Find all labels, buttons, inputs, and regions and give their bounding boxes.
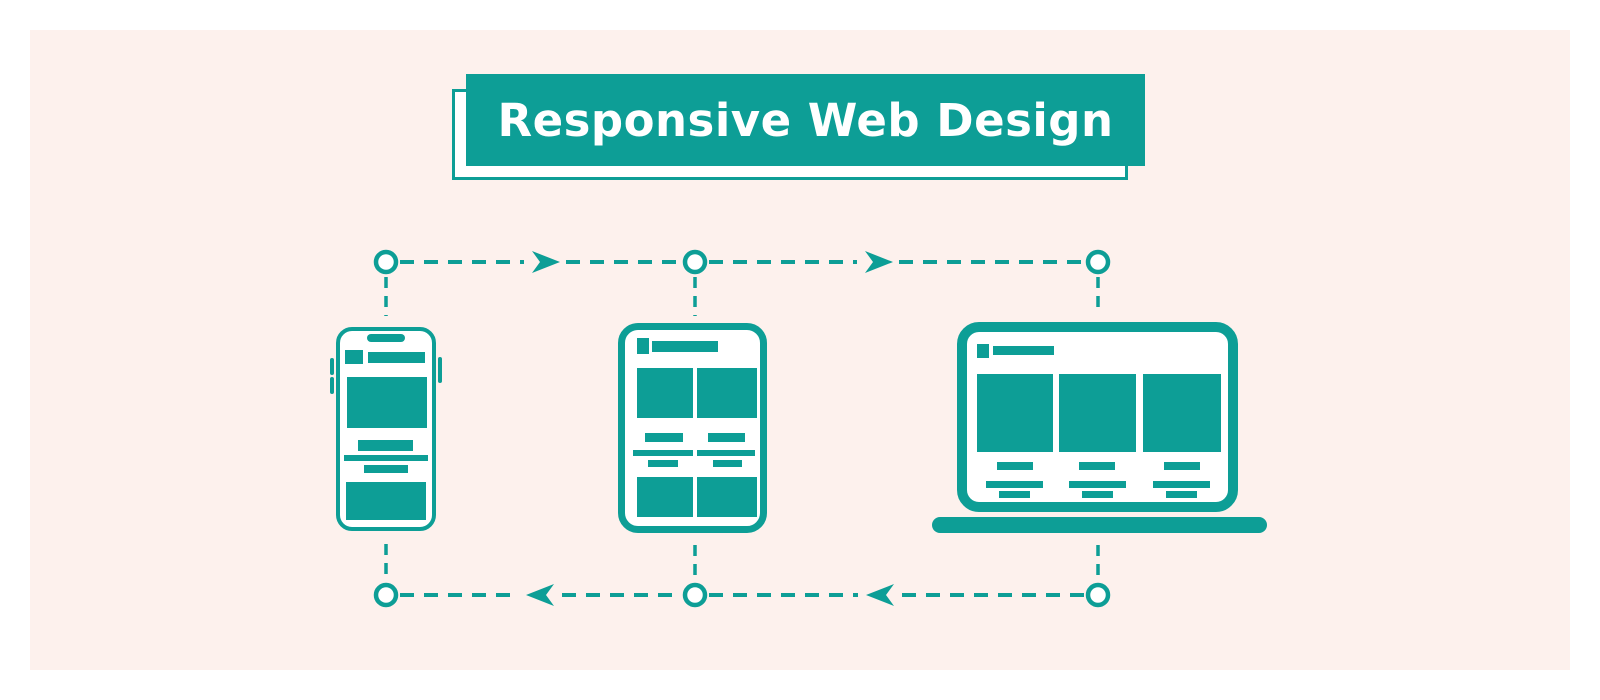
tablet-screen <box>625 330 760 526</box>
tablet-icon <box>618 323 767 533</box>
wireframe-text-line <box>986 481 1043 488</box>
wireframe-header-bar <box>993 346 1054 355</box>
smartphone-icon <box>330 327 442 531</box>
flow-node-circle <box>682 582 708 608</box>
arrow-left-icon <box>526 584 554 606</box>
laptop-base <box>932 517 1267 533</box>
wireframe-logo-chip <box>345 350 363 364</box>
laptop-screen <box>967 332 1228 502</box>
wireframe-content-block <box>1143 374 1221 452</box>
wireframe-logo-chip <box>977 344 989 358</box>
wireframe-text-line <box>697 450 755 456</box>
arrow-right-icon <box>865 251 893 273</box>
phone-volume-button <box>330 358 334 375</box>
wireframe-text-line <box>1166 491 1197 498</box>
page-title: Responsive Web Design <box>497 93 1114 147</box>
wireframe-content-block <box>637 477 693 517</box>
wireframe-content-block <box>346 482 426 520</box>
wireframe-content-block <box>637 368 693 418</box>
title-banner: Responsive Web Design <box>466 74 1145 166</box>
flow-top-row <box>373 249 1111 316</box>
flow-node-circle <box>1085 249 1111 275</box>
wireframe-text-line <box>645 433 683 442</box>
wireframe-text-line <box>633 450 693 456</box>
wireframe-content-block <box>697 368 757 418</box>
phone-volume-button <box>330 377 334 394</box>
wireframe-header-bar <box>652 341 718 352</box>
wireframe-text-line <box>713 460 742 467</box>
wireframe-text-line <box>1079 462 1115 470</box>
wireframe-text-line <box>999 491 1030 498</box>
wireframe-header-bar <box>368 352 425 363</box>
wireframe-content-block <box>347 377 427 428</box>
wireframe-logo-chip <box>637 338 649 354</box>
flow-bottom-row <box>373 544 1111 608</box>
flow-node-circle <box>1085 582 1111 608</box>
wireframe-text-line <box>648 460 678 467</box>
wireframe-content-block <box>697 477 757 517</box>
wireframe-text-line <box>344 455 428 461</box>
wireframe-text-line <box>997 462 1033 470</box>
wireframe-content-block <box>1059 374 1136 452</box>
arrow-right-icon <box>532 251 560 273</box>
wireframe-text-line <box>1069 481 1126 488</box>
flow-node-circle <box>373 582 399 608</box>
wireframe-text-line <box>1153 481 1210 488</box>
phone-power-button <box>438 357 442 383</box>
wireframe-text-line <box>358 440 413 451</box>
wireframe-content-block <box>977 374 1053 452</box>
phone-notch <box>367 334 405 342</box>
wireframe-text-line <box>708 433 745 442</box>
arrow-left-icon <box>866 584 894 606</box>
flow-node-circle <box>373 249 399 275</box>
phone-screen <box>340 331 432 527</box>
wireframe-text-line <box>1164 462 1200 470</box>
wireframe-text-line <box>1082 491 1113 498</box>
flow-node-circle <box>682 249 708 275</box>
laptop-icon <box>957 322 1238 512</box>
wireframe-text-line <box>364 465 408 473</box>
